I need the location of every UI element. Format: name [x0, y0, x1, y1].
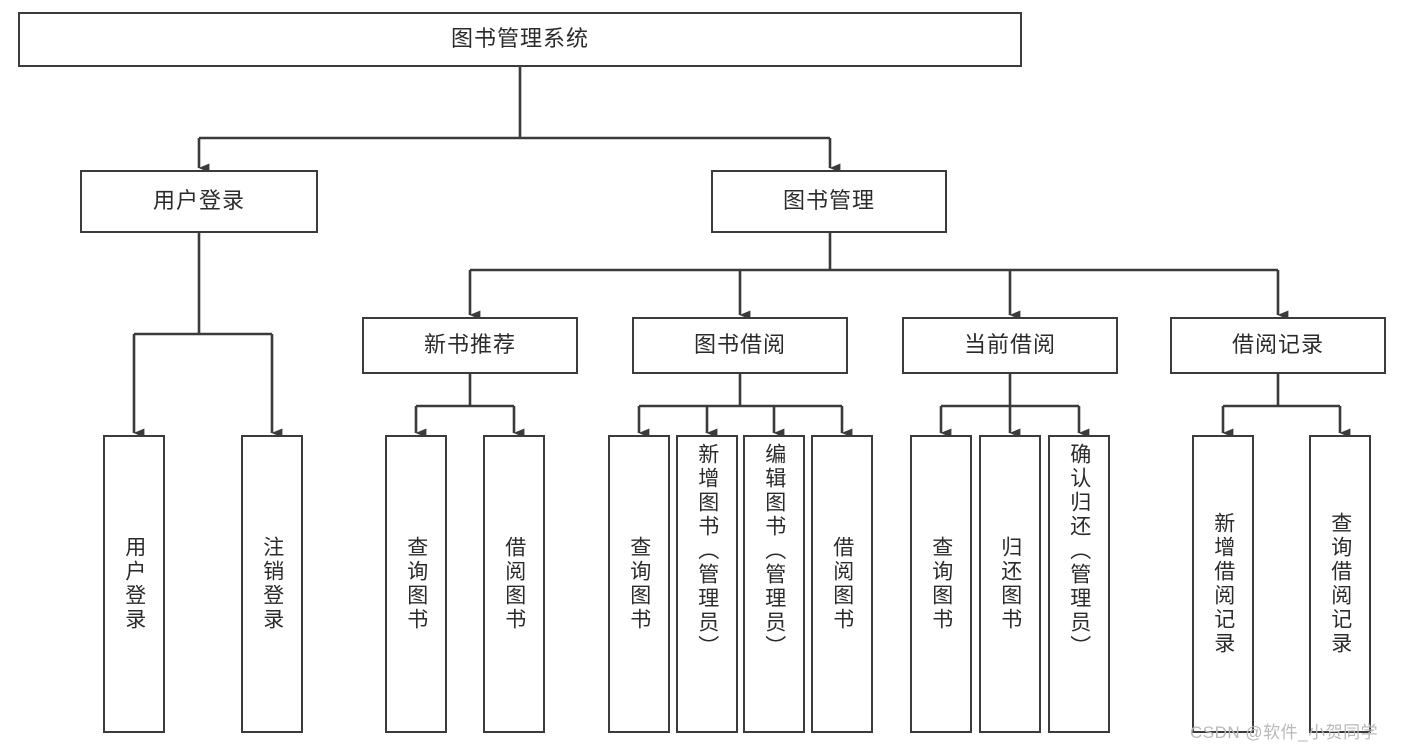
leaf-query-book-current[interactable]: 查询图书 [910, 435, 972, 733]
leaf-add-book[interactable]: 新增图书（管理员） [676, 435, 738, 733]
leaf-query-borrow-record[interactable]: 查询借阅记录 [1309, 435, 1371, 733]
node-user-login[interactable]: 用户登录 [80, 170, 318, 233]
leaf-query-book-recommend[interactable]: 查询图书 [385, 435, 447, 733]
node-current-borrow[interactable]: 当前借阅 [902, 317, 1118, 374]
leaf-query-book-borrow[interactable]: 查询图书 [608, 435, 670, 733]
node-book-manage[interactable]: 图书管理 [711, 170, 947, 233]
leaf-logout-login[interactable]: 注销登录 [241, 435, 303, 733]
node-new-book-recommend[interactable]: 新书推荐 [362, 317, 578, 374]
leaf-edit-book[interactable]: 编辑图书（管理员） [743, 435, 805, 733]
node-book-borrow[interactable]: 图书借阅 [632, 317, 848, 374]
node-borrow-record[interactable]: 借阅记录 [1170, 317, 1386, 374]
leaf-confirm-return[interactable]: 确认归还（管理员） [1048, 435, 1110, 733]
leaf-return-book[interactable]: 归还图书 [979, 435, 1041, 733]
leaf-borrow-book[interactable]: 借阅图书 [811, 435, 873, 733]
node-root[interactable]: 图书管理系统 [18, 12, 1022, 67]
watermark-text: CSDN @软件_小贺同学 [1190, 723, 1379, 742]
leaf-user-login[interactable]: 用户登录 [103, 435, 165, 733]
leaf-borrow-book-recommend[interactable]: 借阅图书 [483, 435, 545, 733]
leaf-add-borrow-record[interactable]: 新增借阅记录 [1192, 435, 1254, 733]
